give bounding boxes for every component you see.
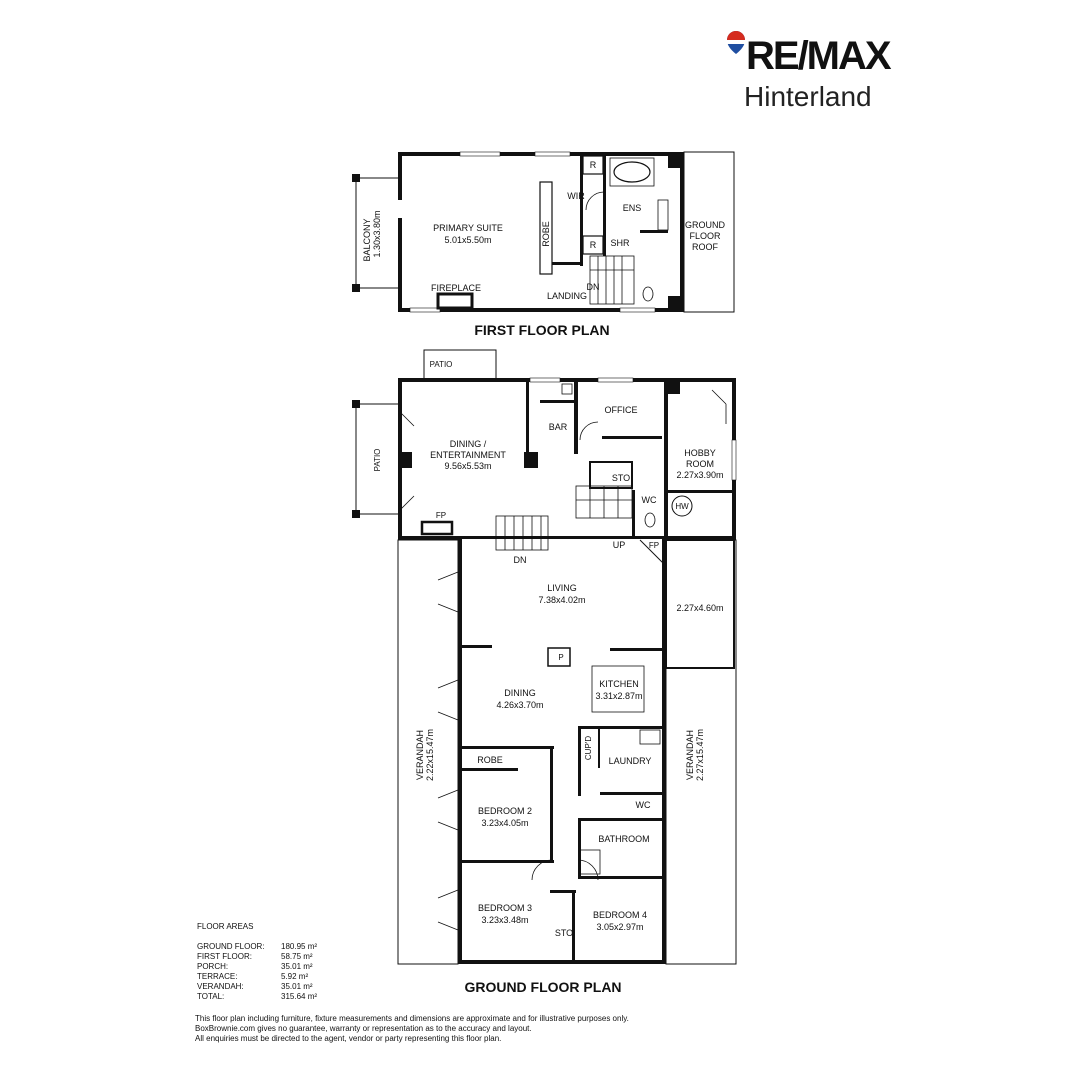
floor-area-label: VERANDAH: [197,982,244,991]
room-label-patio-left: PATIO [373,449,382,472]
room-label-dining: DINING [504,688,536,698]
room-label-sto-2: STO [555,928,573,938]
remax-balloon-icon [727,31,745,54]
floor-area-label: FIRST FLOOR: [197,952,252,961]
room-dims-kitchen: 3.31x2.87m [595,691,642,701]
room-label-kitchen: KITCHEN [599,679,639,689]
room-dims-balcony: 1.30x3.80m [372,210,382,257]
first-floor-plan: PRIMARY SUITE 5.01x5.50m BALCONY 1.30x3.… [352,151,735,338]
disclaimer-line: BoxBrownie.com gives no guarantee, warra… [195,1024,532,1033]
room-label-verandah-right: VERANDAH [685,730,695,780]
disclaimer-line: All enquiries must be directed to the ag… [195,1034,502,1043]
room-label-primary-suite: PRIMARY SUITE [433,223,503,233]
room-label-sto-1: STO [612,473,630,483]
floor-area-value: 5.92 m² [281,972,309,981]
room-label-roof-3: ROOF [692,242,719,252]
room-label-bedroom-3: BEDROOM 3 [478,903,532,913]
room-dims-verandah-left: 2.22x15.47m [425,729,435,781]
floor-areas-table: FLOOR AREAS GROUND FLOOR: 180.95 m² FIRST… [197,922,317,1002]
floor-area-row: TERRACE: 5.92 m² [197,972,317,982]
room-label-bar: BAR [549,422,568,432]
room-label-bedroom-4: BEDROOM 4 [593,910,647,920]
ground-floor-plan: PATIO PATIO DINING / ENTERTAINMENT 9.56x… [352,349,737,995]
room-label-landing: LANDING [547,291,587,301]
room-label-roof-2: FLOOR [689,231,721,241]
room-label-dining-ent-2: ENTERTAINMENT [430,450,506,460]
floor-areas-title: FLOOR AREAS [197,922,254,931]
floor-area-row: VERANDAH: 35.01 m² [197,982,317,992]
floor-area-value: 35.01 m² [281,962,313,971]
room-dims-bedroom-4: 3.05x2.97m [596,922,643,932]
room-label-bathroom: BATHROOM [598,834,649,844]
floor-area-label: PORCH: [197,962,229,971]
disclaimer: This floor plan including furniture, fix… [195,1014,715,1044]
room-label-shr: SHR [610,238,630,248]
stair-label-up: UP [613,540,626,550]
label-fp-2: FP [649,541,659,550]
room-label-wir: WIR [567,191,585,201]
floor-area-row: FIRST FLOOR: 58.75 m² [197,952,317,962]
room-dims-hobby: 2.27x3.90m [676,470,723,480]
room-dims-bedroom-3: 3.23x3.48m [481,915,528,925]
room-dims-bedroom-2: 3.23x4.05m [481,818,528,828]
floor-area-value: 315.64 m² [281,992,318,1001]
floor-area-row: TOTAL: 315.64 m² [197,992,317,1002]
room-label-fireplace: FIREPLACE [431,283,481,293]
room-label-wc-2: WC [636,800,651,810]
room-label-cupd: CUP'D [584,736,593,760]
first-floor-title: FIRST FLOOR PLAN [474,322,609,338]
room-label-hw: HW [675,502,689,511]
disclaimer-line: This floor plan including furniture, fix… [195,1014,629,1023]
room-label-ens: ENS [623,203,642,213]
room-dims-dining: 4.26x3.70m [496,700,543,710]
room-label-office: OFFICE [605,405,638,415]
room-dims-dining-ent: 9.56x5.53m [444,461,491,471]
room-label-bedroom-2: BEDROOM 2 [478,806,532,816]
room-label-roof-1: GROUND [685,220,725,230]
room-dims-living: 7.38x4.02m [538,595,585,605]
room-label-dining-ent-1: DINING / [450,439,487,449]
room-label-robe: ROBE [541,221,551,247]
room-label-verandah-left: VERANDAH [415,730,425,780]
stair-label-dn: DN [514,555,527,565]
office-name: Hinterland [744,81,872,112]
floor-area-label: TERRACE: [197,972,238,981]
room-label-patio-top: PATIO [430,360,453,369]
room-label-robe: ROBE [477,755,503,765]
room-dims-side: 2.27x4.60m [676,603,723,613]
floor-area-label: GROUND FLOOR: [197,942,265,951]
floor-area-value: 58.75 m² [281,952,313,961]
floor-area-value: 35.01 m² [281,982,313,991]
stair-label-dn: DN [587,282,600,292]
room-label-r2: R [590,240,597,250]
room-dims-primary-suite: 5.01x5.50m [444,235,491,245]
room-label-hobby-1: HOBBY [684,448,716,458]
floor-area-row: PORCH: 35.01 m² [197,962,317,972]
room-label-r1: R [590,160,597,170]
floor-area-value: 180.95 m² [281,942,318,951]
room-label-living: LIVING [547,583,577,593]
room-label-balcony: BALCONY [362,218,372,261]
label-fp-1: FP [436,511,446,520]
floor-area-label: TOTAL: [197,992,225,1001]
room-label-wc-1: WC [642,495,657,505]
room-dims-verandah-right: 2.27x15.47m [695,729,705,781]
floor-area-row: GROUND FLOOR: 180.95 m² [197,942,317,952]
room-label-laundry: LAUNDRY [609,756,652,766]
ground-floor-title: GROUND FLOOR PLAN [464,979,621,995]
room-label-pantry: P [558,653,563,662]
room-label-hobby-2: ROOM [686,459,714,469]
remax-logo: RE/MAX [746,34,892,78]
